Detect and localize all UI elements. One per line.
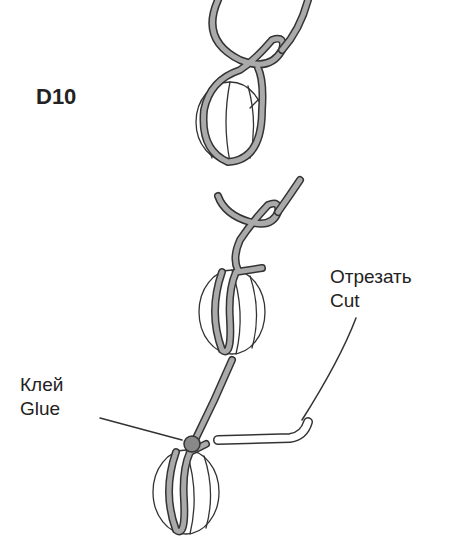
- cord-3: [169, 360, 232, 531]
- glue-leader: [100, 418, 182, 440]
- figure-number: D10: [36, 86, 76, 108]
- cord-2: [215, 180, 300, 351]
- cut-label-en: Cut: [330, 290, 360, 312]
- cut-leader: [302, 318, 356, 420]
- glue-label-en: Glue: [20, 398, 60, 420]
- cut-label-ru: Отрезать: [330, 266, 412, 288]
- glue-label-ru: Клей: [20, 374, 63, 396]
- cord-1: [204, 0, 309, 162]
- cut-piece: [218, 422, 308, 440]
